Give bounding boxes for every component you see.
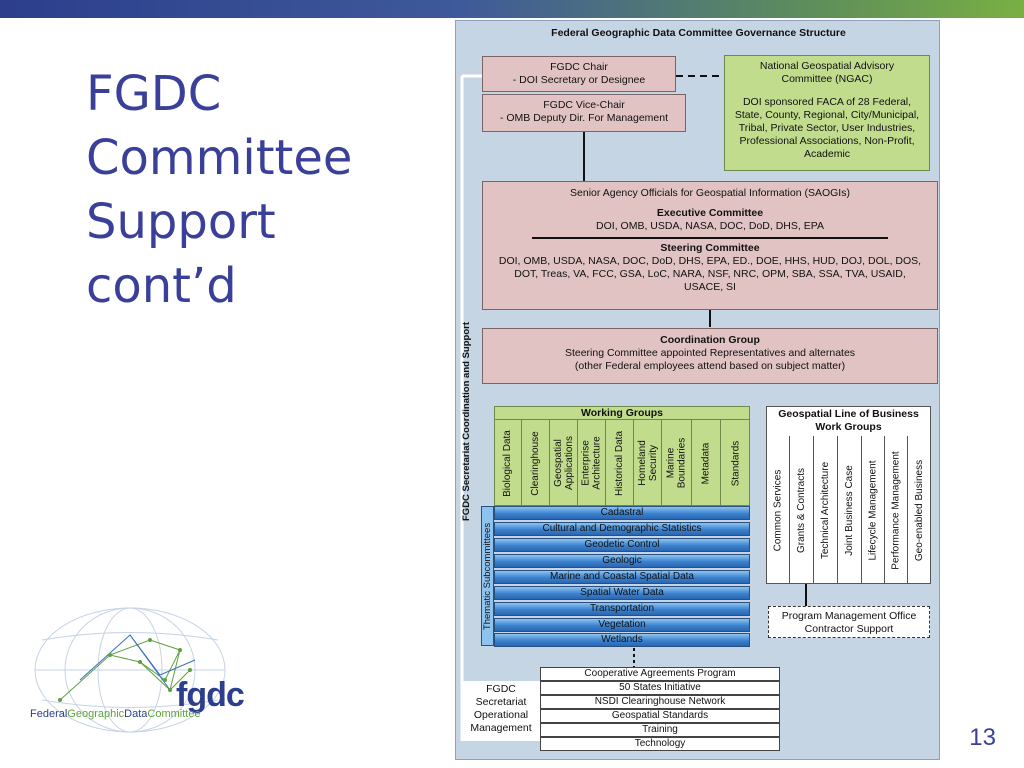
lob-work-group-item: Common Services	[766, 436, 790, 584]
lob-work-group-item: Joint Business Case	[838, 436, 862, 584]
subcommittee-band: Marine and Coastal Spatial Data	[494, 570, 750, 584]
saogi-title: Senior Agency Officials for Geospatial I…	[570, 187, 850, 199]
working-group-item: Geospatial Applications	[550, 420, 578, 506]
title-line: Support	[86, 194, 276, 250]
coordination-group-line: Steering Committee appointed Representat…	[564, 347, 856, 359]
secretariat-side-label: FGDC Secretariat Coordination and Suppor…	[460, 321, 472, 521]
lob-title: Geospatial Line of Business	[778, 408, 919, 420]
subcommittee-band: Vegetation	[494, 618, 750, 632]
working-group-item: Metadata	[692, 420, 721, 506]
lob-work-group-item: Performance Management	[885, 436, 908, 584]
operational-item: 50 States Initiative	[540, 681, 780, 695]
title-line: FGDC	[86, 66, 222, 122]
ngac-title: National Geospatial Advisory Committee (…	[759, 60, 895, 85]
top-accent-bar	[0, 0, 1024, 18]
operational-item: Cooperative Agreements Program	[540, 667, 780, 681]
lob-work-groups-box: Geospatial Line of Business Work Groups	[766, 406, 931, 584]
connector-lines	[460, 74, 807, 741]
subcommittee-band: Transportation	[494, 602, 750, 616]
steering-committee-title: Steering Committee	[660, 242, 760, 254]
working-group-item: Enterprise Architecture	[578, 420, 606, 506]
fgdc-globe-logo-icon	[34, 607, 226, 733]
coordination-group-title: Coordination Group	[660, 334, 760, 346]
subcommittee-band: Geodetic Control	[494, 538, 750, 552]
logo-organization-name: FederalGeographicDataCommittee	[30, 708, 201, 720]
fgdc-chair-box: FGDC Chair - DOI Secretary or Designee	[482, 56, 676, 92]
chair-title: FGDC Chair	[550, 61, 608, 73]
vice-chair-title: FGDC Vice-Chair	[543, 99, 625, 111]
committee-divider	[532, 237, 888, 239]
working-groups-box: Working Groups	[494, 406, 750, 506]
vice-chair-detail: - OMB Deputy Dir. For Management	[499, 112, 669, 124]
lob-work-group-item: Geo-enabled Business	[914, 459, 925, 561]
chart-title: Federal Geographic Data Committee Govern…	[551, 27, 846, 39]
operational-item: Technology	[540, 737, 780, 751]
governance-org-chart: Federal Geographic Data Committee Govern…	[455, 20, 940, 760]
pmo-line: Contractor Support	[804, 623, 894, 635]
ngac-description: DOI sponsored FACA of 28 Federal, State,…	[734, 96, 920, 160]
slide-title: FGDC Committee Support cont’d	[86, 62, 426, 318]
working-group-item: Homeland Security	[634, 420, 662, 506]
executive-committee-members: DOI, OMB, USDA, NASA, DOC, DoD, DHS, EPA	[596, 220, 824, 232]
working-groups-title: Working Groups	[495, 407, 749, 420]
secretariat-operational-label: FGDC Secretariat Operational Management	[462, 681, 540, 741]
logo-wordmark: fgdc	[176, 676, 245, 714]
lob-title: Work Groups	[815, 421, 882, 433]
lob-work-group-item: Grants & Contracts	[790, 436, 814, 584]
subcommittee-band: Cultural and Demographic Statistics	[494, 522, 750, 536]
subcommittee-band: Wetlands	[494, 633, 750, 647]
saogi-box: Senior Agency Officials for Geospatial I…	[482, 181, 938, 310]
chair-detail: - DOI Secretary or Designee	[512, 74, 646, 86]
working-group-item: Biological Data	[494, 420, 522, 506]
slide-number: 13	[969, 724, 996, 751]
pmo-box: Program Management Office Contractor Sup…	[768, 606, 930, 638]
thematic-subcommittees-label: Thematic Subcommittees	[481, 506, 494, 646]
working-group-item: Clearinghouse	[522, 420, 550, 506]
operational-item: Training	[540, 723, 780, 737]
coordination-group-box: Coordination Group Steering Committee ap…	[482, 328, 938, 384]
working-group-item: Historical Data	[606, 420, 634, 506]
coordination-group-line: (other Federal employees attend based on…	[574, 360, 846, 372]
title-line: Committee	[86, 130, 353, 186]
steering-committee-members: DOI, OMB, USDA, NASA, DOC, DoD, DHS, EPA…	[498, 255, 922, 293]
executive-committee-title: Executive Committee	[656, 207, 764, 219]
lob-work-group-item: Lifecycle Management	[862, 436, 885, 584]
subcommittee-band: Spatial Water Data	[494, 586, 750, 600]
subcommittee-band: Cadastral	[494, 506, 750, 520]
operational-item: Geospatial Standards	[540, 709, 780, 723]
ngac-box: National Geospatial Advisory Committee (…	[724, 55, 930, 171]
working-group-item: Standards	[730, 440, 741, 486]
subcommittee-band: Geologic	[494, 554, 750, 568]
fgdc-vice-chair-box: FGDC Vice-Chair - OMB Deputy Dir. For Ma…	[482, 94, 686, 132]
operational-item: NSDI Clearinghouse Network	[540, 695, 780, 709]
working-group-item: Marine Boundaries	[662, 420, 692, 506]
title-line: cont’d	[86, 258, 237, 314]
lob-work-group-item: Technical Architecture	[814, 436, 838, 584]
pmo-line: Program Management Office	[781, 610, 917, 622]
